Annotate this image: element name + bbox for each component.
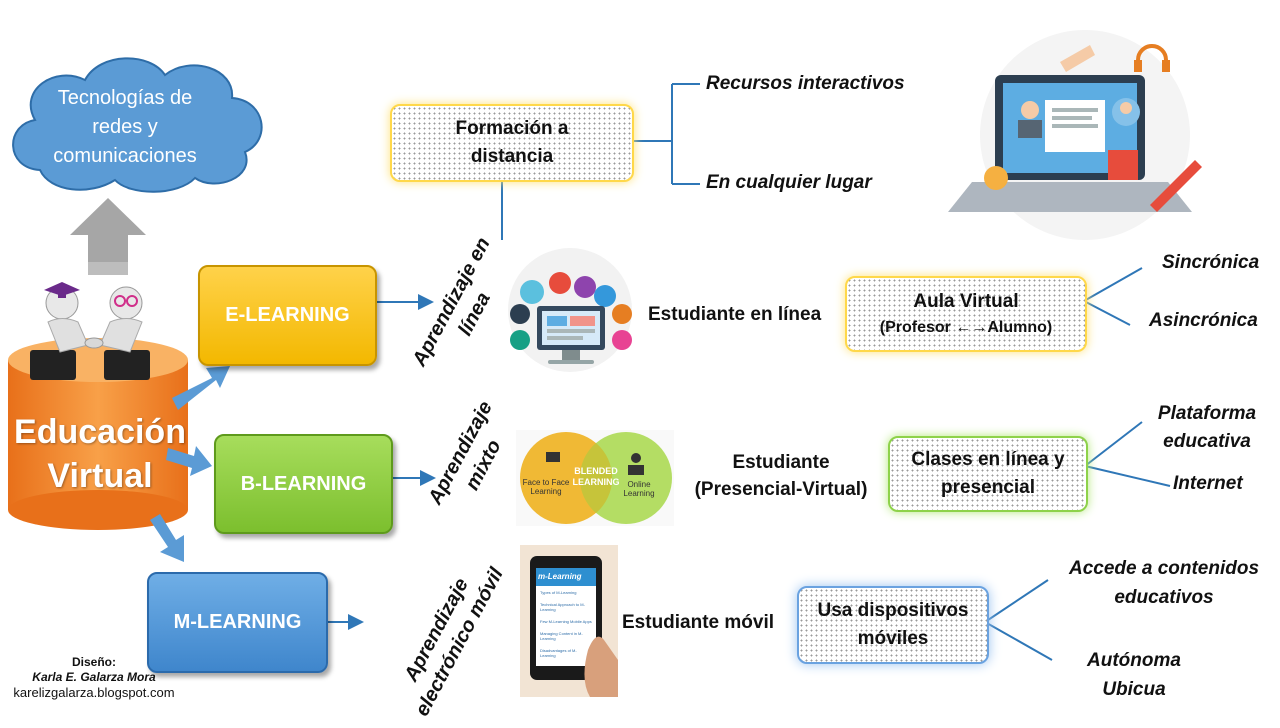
phone-item: Managing Content in M-Learning xyxy=(540,631,583,641)
branch-accede: Accede a contenidos educativos xyxy=(1055,554,1273,612)
title-line: Virtual xyxy=(47,457,153,495)
up-arrow-icon xyxy=(70,198,146,275)
aula-virtual-box: Aula Virtual (Profesor ←→Alumno) xyxy=(845,276,1087,352)
phone-image xyxy=(520,545,618,697)
cloud-shape xyxy=(12,57,263,193)
branch-sincronica: Sincrónica xyxy=(1162,252,1260,273)
cloud-line: redes y xyxy=(92,116,158,138)
e-learning-label: E-LEARNING xyxy=(225,304,350,326)
b-learning-box: B-LEARNING xyxy=(214,434,393,534)
laptop-illustration xyxy=(948,30,1202,240)
branch-lugar: En cualquier lugar xyxy=(706,172,872,193)
m-learning-box: M-LEARNING xyxy=(147,572,328,673)
phone-item: Disadvantages of M-Learning xyxy=(540,648,577,658)
branch-recursos: Recursos interactivos xyxy=(706,73,905,94)
branch-internet: Internet xyxy=(1173,473,1243,494)
venn-right-text: Online Learning xyxy=(616,480,662,498)
student-line: (Presencial-Virtual) xyxy=(694,479,868,500)
blended-venn xyxy=(516,430,674,526)
phone-item: Technical Approach to M-Learning xyxy=(540,602,585,612)
branch-line: Ubicua xyxy=(1102,679,1166,700)
venn-line: Online xyxy=(627,480,651,489)
branch-plataforma: Plataforma educativa xyxy=(1148,400,1266,456)
venn-line: LEARNING xyxy=(572,477,620,487)
phone-item: Few M-Learning Mobile Apps xyxy=(540,619,592,624)
branch-line: Autónoma xyxy=(1087,650,1181,671)
credit-line: karelizgalarza.blogspot.com xyxy=(13,685,175,700)
branch-arrows xyxy=(150,366,230,562)
venn-line: Face to Face xyxy=(522,478,570,487)
e-learning-box: E-LEARNING xyxy=(198,265,377,366)
venn-center-text: BLENDED LEARNING xyxy=(568,466,624,488)
branch-line: educativos xyxy=(1114,587,1214,608)
venn-line: Learning xyxy=(623,489,655,498)
phone-list: Types of M-Learning Technical Approach t… xyxy=(540,590,592,658)
aula-subtitle: (Profesor ←→Alumno) xyxy=(879,319,1053,336)
elearning-icon xyxy=(508,248,632,372)
graduates-handshake-icon xyxy=(30,282,150,380)
connectors xyxy=(326,83,1171,661)
cloud-label: Tecnologías de redes y comunicaciones xyxy=(30,84,220,171)
student-mobile-label: Estudiante móvil xyxy=(622,612,775,633)
clases-box: Clases en línea y presencial xyxy=(888,436,1088,512)
venn-line: Learning xyxy=(530,487,562,496)
branch-line: Accede a contenidos xyxy=(1068,558,1260,579)
phone-title: m-Learning xyxy=(538,572,582,581)
formacion-distancia-box: Formación a distancia xyxy=(390,104,634,182)
branch-autonoma: Autónoma Ubicua xyxy=(1074,646,1194,704)
b-learning-label: B-LEARNING xyxy=(240,472,367,495)
box-line: Usa dispositivos xyxy=(817,600,969,621)
branch-asincronica: Asincrónica xyxy=(1149,310,1258,331)
student-line: Estudiante xyxy=(732,452,830,473)
box-line: presencial xyxy=(941,477,1035,498)
branch-line: educativa xyxy=(1163,431,1251,452)
student-online-label: Estudiante en línea xyxy=(648,304,822,325)
student-mixed-label: Estudiante (Presencial-Virtual) xyxy=(686,452,876,501)
phone-item: Types of M-Learning xyxy=(540,590,577,595)
usa-dispositivos-box: Usa dispositivos móviles xyxy=(797,586,989,664)
education-virtual-title: Educación Virtual xyxy=(12,410,188,498)
title-line: Educación xyxy=(14,413,186,451)
m-learning-label: M-LEARNING xyxy=(173,611,302,633)
venn-left-text: Face to Face Learning xyxy=(520,478,572,496)
box-line: distancia xyxy=(470,146,554,167)
aula-title: Aula Virtual xyxy=(913,291,1019,312)
venn-line: BLENDED xyxy=(574,466,618,476)
branch-line: Plataforma xyxy=(1157,403,1257,424)
cloud-line: Tecnologías de xyxy=(57,87,193,109)
box-line: móviles xyxy=(857,628,929,649)
credit-line: Diseño: xyxy=(71,655,116,669)
cloud-line: comunicaciones xyxy=(53,145,197,167)
credit-line: Karla E. Galarza Mora xyxy=(32,670,156,684)
design-credit: Diseño: Karla E. Galarza Mora karelizgal… xyxy=(8,655,180,700)
box-line: Clases en línea y xyxy=(911,449,1065,470)
box-line: Formación a xyxy=(455,118,569,139)
